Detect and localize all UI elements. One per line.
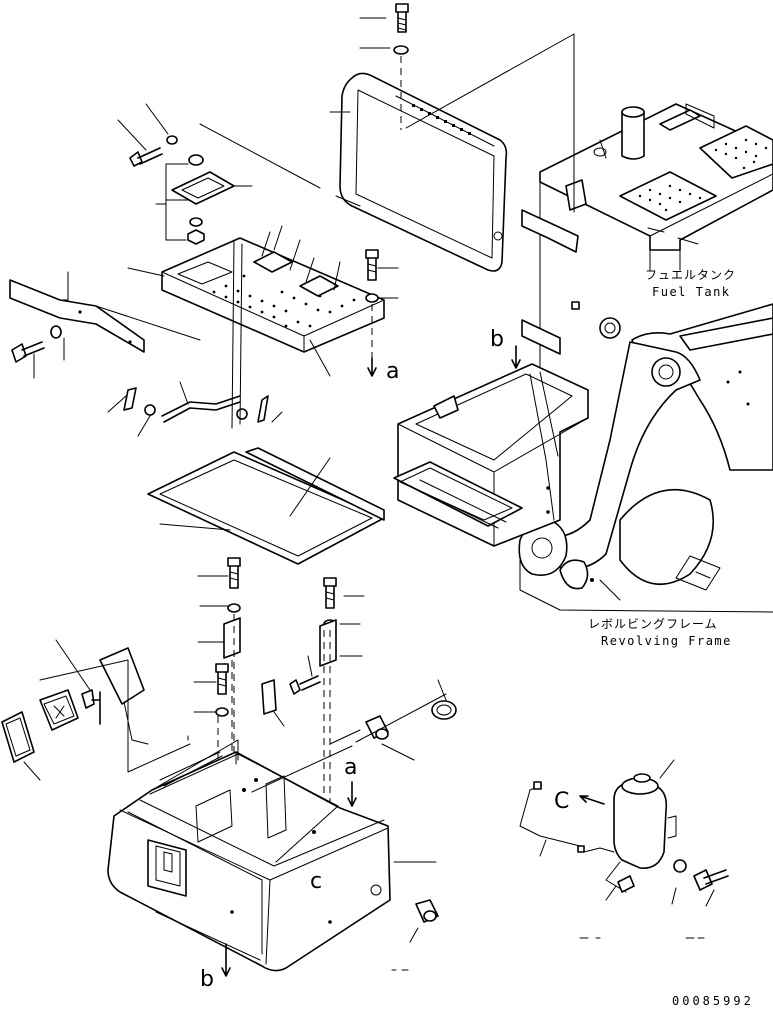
top-washer-icon (393, 45, 409, 55)
fuel-sensor-icon (519, 773, 729, 893)
side-bolt-icon (11, 325, 62, 363)
lamp-brackets (223, 617, 337, 715)
ref-a-top: a (386, 359, 399, 384)
fuel-tank-label-en: Fuel Tank (652, 285, 731, 299)
revolving-frame-label-jp: レボルビングフレーム (588, 617, 718, 631)
left-bracket-plate (9, 279, 145, 353)
ref-b-top: b (490, 327, 504, 352)
revolving-frame (518, 303, 773, 613)
ref-c-box: c (310, 869, 322, 894)
fuel-tank-label-jp: フュエルタンク (645, 268, 736, 282)
drawing-code: 00085992 (672, 994, 754, 1008)
left-bolt-icon (129, 135, 178, 167)
floor-plate (161, 231, 385, 353)
fuel-tank (521, 103, 773, 405)
step-tray (393, 363, 589, 547)
tool-box (107, 739, 391, 972)
gasket-seal (147, 447, 385, 565)
grommet-icon (365, 700, 457, 923)
ref-b-bottom: b (200, 967, 214, 992)
ref-c-arrow: C (554, 789, 569, 814)
ref-a-bottom: a (344, 755, 357, 780)
revolving-frame-label-en: Revolving Frame (601, 634, 732, 648)
work-lamp-icon (39, 647, 149, 745)
top-bolt-icon (395, 3, 409, 33)
top-cover-panel (339, 72, 508, 272)
lamp-lens-icon (1, 711, 35, 763)
latch-rod-icon (123, 387, 269, 423)
